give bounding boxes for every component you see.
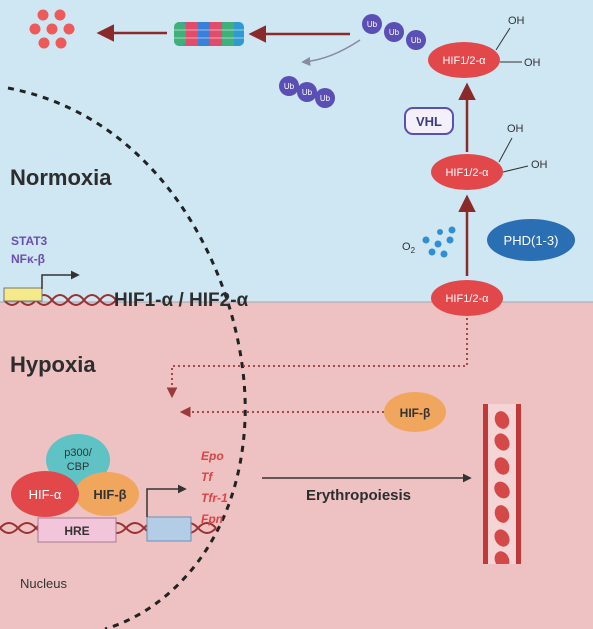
nucleus-boundary: [7, 86, 247, 629]
transcription-start-arrow: [146, 484, 187, 517]
hif-beta-complex: HIF-β: [75, 472, 139, 516]
phd-label: PHD(1-3): [504, 233, 559, 248]
hydroxyl-label: OH: [524, 57, 541, 69]
nucleus-label: Nucleus: [20, 576, 67, 591]
oxygen-molecules: O2: [402, 226, 456, 258]
hif-alpha-label: HIF1/2-α: [445, 293, 489, 305]
ub-label: Ub: [411, 36, 422, 45]
erythropoiesis-label: Erythropoiesis: [306, 487, 411, 504]
ub-label: Ub: [320, 94, 331, 103]
hif-gene-label: HIF1-α / HIF2-α: [114, 290, 249, 311]
hre-dna: [0, 516, 217, 543]
hif-alpha-complex: HIF-α: [11, 471, 79, 517]
hif-alpha-label: HIF1/2-α: [442, 55, 486, 67]
p300-label: p300/: [64, 447, 92, 459]
hif-beta-protein: HIF-β: [384, 392, 446, 432]
ub-label: Ub: [302, 88, 313, 97]
target-gene-tf: Tf: [201, 470, 213, 484]
target-gene-epo: Epo: [201, 449, 224, 463]
hif-alpha-stabilized: HIF1/2-α: [431, 280, 503, 316]
ub-release-arrow: [301, 39, 361, 66]
hif-alpha-label: HIF1/2-α: [445, 167, 489, 179]
cbp-label: CBP: [67, 461, 90, 473]
p300-cbp-coactivator: p300/ CBP: [46, 434, 110, 486]
blood-vessel-icon: [483, 404, 521, 564]
target-gene-fpn: Fpn: [201, 512, 223, 526]
stat3-label: STAT3: [11, 234, 48, 248]
nfkb-label: NFκ-β: [11, 252, 45, 266]
hif-alpha-nuclear-translocation: [166, 318, 468, 399]
hre-label: HRE: [64, 524, 89, 538]
hif-alpha-hydroxylated: HIF1/2-α OH OH: [431, 123, 548, 190]
ub-label: Ub: [284, 82, 295, 91]
o2-label: O2: [402, 241, 416, 255]
ub-label: Ub: [367, 20, 378, 29]
target-gene-tfr1: Tfr-1: [201, 491, 228, 505]
proteasome-icon: [174, 22, 244, 46]
vhl-label: VHL: [416, 114, 442, 129]
vhl-protein: VHL: [404, 107, 454, 135]
normoxia-label: Normoxia: [10, 165, 112, 190]
attached-ub-chain: Ub Ub Ub: [362, 14, 426, 50]
released-ub-chain: Ub Ub Ub: [279, 76, 335, 108]
hif-beta-complex-label: HIF-β: [93, 487, 126, 502]
phd-enzyme: PHD(1-3): [487, 219, 575, 261]
hif-beta-label: HIF-β: [400, 406, 431, 420]
hif-alpha-ubiquitinated: HIF1/2-α OH OH: [428, 15, 541, 78]
degraded-peptide-dots: [29, 9, 75, 49]
hif-alpha-complex-label: HIF-α: [29, 487, 62, 502]
hydroxyl-label: OH: [507, 123, 524, 135]
ub-label: Ub: [389, 28, 400, 37]
hif-gene-dna: [3, 270, 117, 306]
hydroxyl-label: OH: [531, 159, 548, 171]
normoxia-region: [0, 0, 593, 302]
target-gene-list: Epo Tf Tfr-1 Fpn: [201, 449, 228, 526]
hydroxyl-label: OH: [508, 15, 525, 27]
hypoxia-label: Hypoxia: [10, 352, 96, 377]
